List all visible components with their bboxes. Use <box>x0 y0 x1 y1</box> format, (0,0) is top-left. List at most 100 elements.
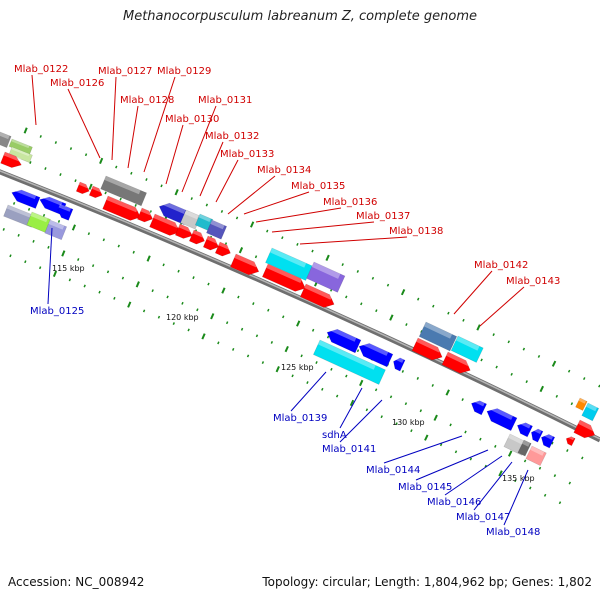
gene-glyph[interactable] <box>0 151 24 171</box>
gene-arrow[interactable] <box>88 185 104 200</box>
gene-arrow[interactable] <box>8 146 33 163</box>
reverse-gene-label[interactable]: Mlab_0125 <box>30 306 84 317</box>
gene-arrow[interactable] <box>44 219 68 241</box>
gene-glyph[interactable] <box>484 405 518 432</box>
forward-gene-label[interactable]: Mlab_0142 <box>474 260 528 271</box>
gene-glyph[interactable] <box>202 235 221 253</box>
reverse-gene-label[interactable]: Mlab_0144 <box>366 465 420 476</box>
forward-gene-label[interactable]: Mlab_0122 <box>14 64 68 75</box>
gene-glyph[interactable] <box>539 432 556 449</box>
gene-arrow[interactable] <box>356 340 394 368</box>
gene-glyph[interactable] <box>88 185 104 200</box>
gene-glyph[interactable] <box>55 204 74 221</box>
forward-gene-label[interactable]: Mlab_0128 <box>120 95 174 106</box>
gene-arrow[interactable] <box>306 261 346 293</box>
gene-glyph[interactable] <box>411 337 445 363</box>
gene-arrow[interactable] <box>564 435 576 447</box>
gene-glyph[interactable] <box>149 213 183 239</box>
gene-arrow[interactable] <box>324 326 362 354</box>
gene-glyph[interactable] <box>564 435 576 447</box>
gene-arrow[interactable] <box>202 235 221 253</box>
gene-arrow[interactable] <box>484 405 518 432</box>
gene-arrow[interactable] <box>188 229 207 247</box>
gene-arrow[interactable] <box>312 339 386 385</box>
reverse-gene-label[interactable]: sdhA <box>322 430 347 441</box>
gene-glyph[interactable] <box>529 427 544 443</box>
gene-glyph[interactable] <box>174 223 194 241</box>
gene-glyph[interactable] <box>312 339 386 385</box>
gene-arrow[interactable] <box>261 263 308 295</box>
gene-arrow[interactable] <box>418 321 458 352</box>
gene-glyph[interactable] <box>575 397 588 411</box>
gene-glyph[interactable] <box>573 419 598 441</box>
gene-glyph[interactable] <box>206 219 228 240</box>
gene-glyph[interactable] <box>391 356 406 372</box>
gene-arrow[interactable] <box>265 247 313 281</box>
gene-arrow[interactable] <box>411 337 445 363</box>
gene-arrow[interactable] <box>149 213 183 239</box>
forward-gene-label[interactable]: Mlab_0133 <box>220 149 274 160</box>
gene-glyph[interactable] <box>188 229 207 247</box>
reverse-gene-label[interactable]: Mlab_0148 <box>486 527 540 538</box>
gene-arrow[interactable] <box>10 187 41 209</box>
forward-gene-label[interactable]: Mlab_0135 <box>291 181 345 192</box>
gene-glyph[interactable] <box>450 335 484 363</box>
gene-glyph[interactable] <box>100 175 148 207</box>
gene-glyph[interactable] <box>515 420 533 438</box>
gene-arrow[interactable] <box>55 204 74 221</box>
gene-arrow[interactable] <box>3 204 37 228</box>
gene-arrow[interactable] <box>529 427 544 443</box>
gene-arrow[interactable] <box>539 432 556 449</box>
gene-arrow[interactable] <box>136 207 155 224</box>
gene-arrow[interactable] <box>450 335 484 363</box>
gene-arrow[interactable] <box>100 175 148 207</box>
forward-gene-label[interactable]: Mlab_0126 <box>50 78 104 89</box>
forward-gene-label[interactable]: Mlab_0129 <box>157 66 211 77</box>
gene-glyph[interactable] <box>265 247 313 281</box>
gene-glyph[interactable] <box>517 439 532 457</box>
gene-glyph[interactable] <box>469 398 488 416</box>
gene-arrow[interactable] <box>206 219 228 240</box>
forward-gene-label[interactable]: Mlab_0138 <box>389 226 443 237</box>
reverse-gene-label[interactable]: Mlab_0145 <box>398 482 452 493</box>
forward-gene-label[interactable]: Mlab_0127 <box>98 66 152 77</box>
forward-gene-label[interactable]: Mlab_0130 <box>165 114 219 125</box>
gene-arrow[interactable] <box>102 195 143 224</box>
gene-glyph[interactable] <box>0 131 12 148</box>
gene-glyph[interactable] <box>356 340 394 368</box>
gene-arrow[interactable] <box>525 445 547 467</box>
forward-gene-label[interactable]: Mlab_0137 <box>356 211 410 222</box>
gene-arrow[interactable] <box>299 283 337 311</box>
gene-arrow[interactable] <box>573 419 598 441</box>
gene-arrow[interactable] <box>0 131 12 148</box>
gene-glyph[interactable] <box>418 321 458 352</box>
gene-glyph[interactable] <box>194 213 214 231</box>
forward-gene-label[interactable]: Mlab_0132 <box>205 131 259 142</box>
gene-glyph[interactable] <box>75 181 91 196</box>
gene-arrow[interactable] <box>75 181 91 196</box>
reverse-gene-label[interactable]: Mlab_0146 <box>427 497 481 508</box>
forward-gene-label[interactable]: Mlab_0143 <box>506 276 560 287</box>
gene-arrow[interactable] <box>0 151 24 171</box>
gene-arrow[interactable] <box>391 356 406 372</box>
gene-glyph[interactable] <box>324 326 362 354</box>
gene-arrow[interactable] <box>581 402 600 422</box>
gene-glyph[interactable] <box>8 146 33 163</box>
gene-arrow[interactable] <box>575 397 588 411</box>
gene-glyph[interactable] <box>44 219 68 241</box>
gene-arrow[interactable] <box>469 398 488 416</box>
gene-glyph[interactable] <box>306 261 346 293</box>
gene-glyph[interactable] <box>136 207 155 224</box>
forward-gene-label[interactable]: Mlab_0131 <box>198 95 252 106</box>
gene-glyph[interactable] <box>581 402 600 422</box>
gene-glyph[interactable] <box>214 241 233 259</box>
gene-glyph[interactable] <box>3 204 37 228</box>
gene-arrow[interactable] <box>441 351 473 377</box>
gene-glyph[interactable] <box>10 187 41 209</box>
reverse-gene-label[interactable]: Mlab_0139 <box>273 413 327 424</box>
gene-glyph[interactable] <box>299 283 337 311</box>
gene-glyph[interactable] <box>441 351 473 377</box>
gene-glyph[interactable] <box>525 445 547 467</box>
reverse-gene-label[interactable]: Mlab_0147 <box>456 512 510 523</box>
forward-gene-label[interactable]: Mlab_0136 <box>323 197 377 208</box>
